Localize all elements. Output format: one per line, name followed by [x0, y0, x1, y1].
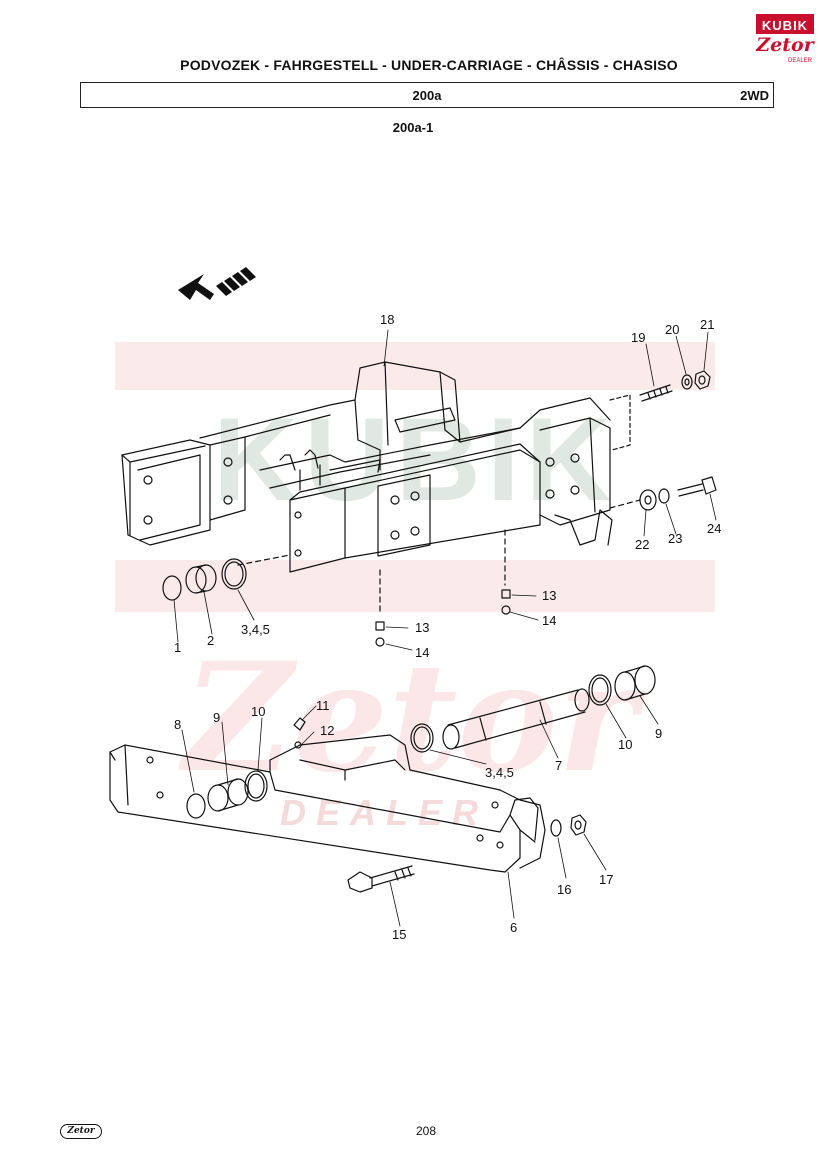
ring-8 — [186, 793, 206, 819]
callout-21: 21 — [700, 317, 715, 332]
washer-22 — [639, 489, 657, 511]
callout-24: 24 — [707, 521, 722, 536]
plug-14-left — [375, 637, 385, 647]
logo-dealer: DEALER — [787, 58, 812, 64]
callout-14-right: 14 — [542, 613, 557, 628]
callout-10-left: 10 — [251, 704, 266, 719]
axle-beam-6 — [109, 734, 546, 873]
callout-3-4-5-lower: 3,4,5 — [485, 765, 514, 780]
page-title: PODVOZEK - FAHRGESTELL - UNDER-CARRIAGE … — [180, 57, 678, 73]
chassis-frame — [121, 361, 641, 616]
callout-9-right: 9 — [655, 726, 663, 741]
nut-21 — [694, 370, 711, 390]
group-bar: 200a 2WD — [80, 82, 774, 108]
callout-8: 8 — [174, 717, 182, 732]
callout-17: 17 — [599, 872, 614, 887]
washer-20 — [681, 374, 693, 390]
callout-6: 6 — [510, 920, 518, 935]
callout-11: 11 — [316, 698, 330, 713]
callout-13-right: 13 — [542, 588, 557, 603]
bushing-9-left — [207, 778, 249, 812]
callout-7: 7 — [555, 758, 563, 773]
callout-2: 2 — [207, 633, 215, 648]
callout-19: 19 — [631, 330, 646, 345]
shim-3-4-5-upper — [221, 558, 247, 590]
grease-nipple-13-right — [501, 589, 511, 599]
plug-14-right — [501, 605, 511, 615]
subgroup-code: 200a-1 — [392, 120, 434, 135]
callout-16: 16 — [557, 882, 572, 897]
bolt-24 — [677, 476, 717, 497]
callout-14-left: 14 — [415, 645, 430, 660]
logo-kubik: KUBIK — [756, 14, 814, 34]
callout-12: 12 — [320, 723, 335, 738]
stud-bolt-19 — [639, 384, 673, 402]
direction-arrow-icon — [178, 267, 256, 300]
leader-lines — [173, 329, 717, 927]
grease-nipple-11 — [293, 717, 306, 731]
variant-code: 2WD — [740, 88, 769, 103]
callout-3-4-5-upper: 3,4,5 — [241, 622, 270, 637]
ring-1 — [162, 575, 182, 601]
bush-2 — [185, 564, 217, 594]
grease-nipple-13-left — [375, 621, 385, 631]
callout-10-right: 10 — [618, 737, 633, 752]
callout-9-left: 9 — [213, 710, 221, 725]
footer-zetor-logo: Zetor — [60, 1124, 102, 1139]
pivot-pin-7 — [442, 688, 590, 750]
logo-zetor: Zetor — [756, 34, 814, 56]
kubik-zetor-logo: KUBIK Zetor DEALER — [756, 14, 814, 64]
callout-22: 22 — [635, 537, 650, 552]
plug-12 — [294, 741, 302, 749]
callout-23: 23 — [668, 531, 683, 546]
callout-20: 20 — [665, 322, 680, 337]
callout-13-left: 13 — [415, 620, 430, 635]
washer-16 — [550, 819, 562, 837]
callout-18: 18 — [380, 312, 395, 327]
seal-10-right — [588, 674, 612, 706]
bolt-15 — [347, 865, 415, 893]
callout-15: 15 — [392, 927, 407, 942]
seal-10-left — [244, 770, 268, 802]
group-code: 200a — [412, 88, 442, 103]
bushing-9-right — [614, 665, 656, 701]
nut-17 — [570, 814, 587, 836]
page-number: 208 — [415, 1124, 437, 1138]
callout-1: 1 — [174, 640, 182, 655]
shim-3-4-5-lower — [410, 723, 434, 753]
spring-washer-23 — [658, 488, 670, 504]
